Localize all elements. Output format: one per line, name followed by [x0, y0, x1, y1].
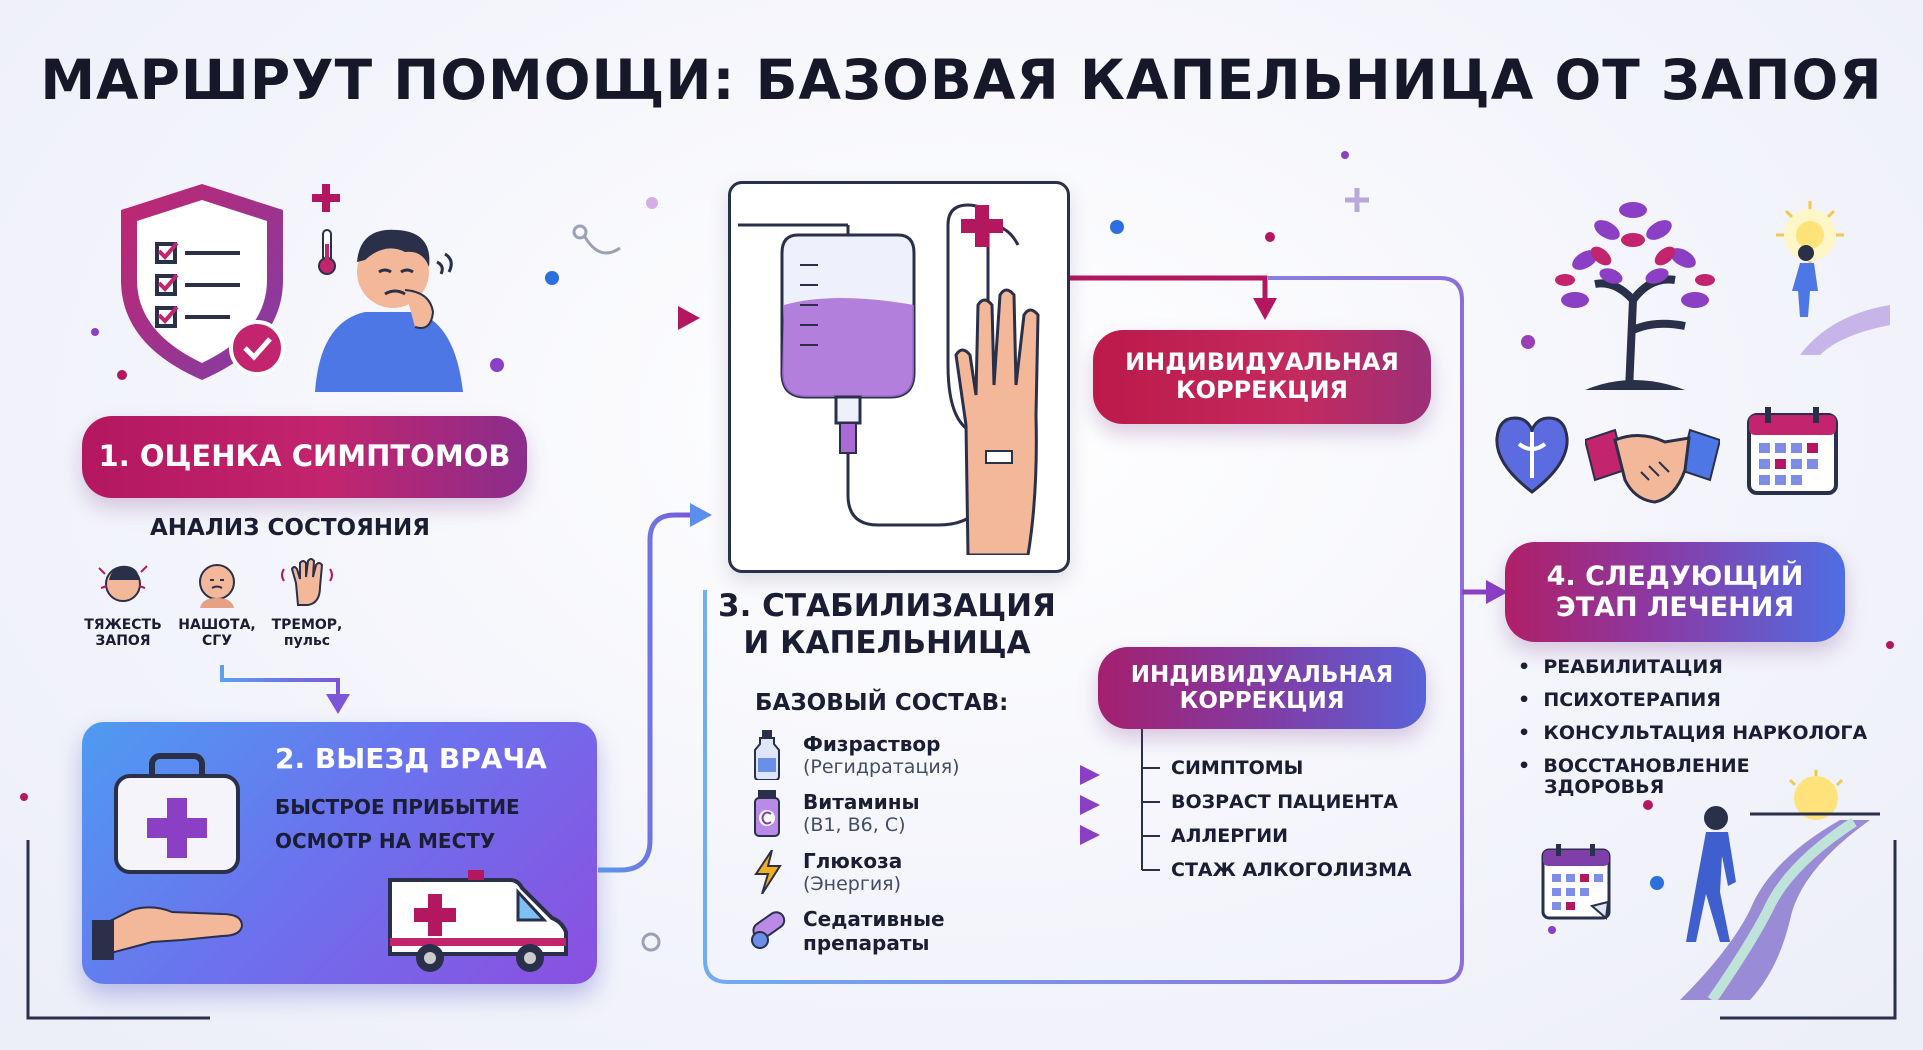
- vitamin-bottle-icon: [754, 790, 780, 837]
- ambulance-icon: [388, 870, 568, 972]
- heart-caduceus-icon: [1495, 416, 1569, 494]
- shield-checklist-icon: [121, 184, 285, 380]
- sick-person-icon: [315, 229, 463, 392]
- iv-bag-icon: [738, 203, 1040, 555]
- calendar-small-icon: [1541, 844, 1611, 920]
- caring-hand-icon: [92, 906, 244, 960]
- ingredient-saline: Физраствор (Регидратация): [803, 732, 960, 778]
- tree-icon: [1555, 202, 1715, 390]
- correction-top-label: ИНДИВИДУАЛЬНАЯ КОРРЕКЦИЯ: [1093, 330, 1431, 424]
- list-item-cont: ЗДОРОВЬЯ: [1544, 775, 1665, 798]
- ingredient-sedatives: Седативные препараты: [803, 907, 945, 955]
- pills-icon: [751, 911, 786, 949]
- saline-bottle-icon: [754, 730, 780, 780]
- list-item: • РЕАБИЛИТАЦИЯ: [1518, 656, 1723, 678]
- step3-title: 3. СТАБИЛИЗАЦИЯ И КАПЕЛЬНИЦА: [718, 588, 1056, 662]
- nausea-icon: [199, 564, 235, 608]
- correction-item-allergies: АЛЛЕРГИИ: [1171, 825, 1289, 847]
- list-item: • ВОССТАНОВЛЕНИЕ: [1518, 754, 1750, 777]
- frame-line-right: [1720, 840, 1897, 1020]
- page-title: МАРШРУТ ПОМОЩИ: БАЗОВАЯ КАПЕЛЬНИЦА ОТ ЗА…: [40, 48, 1883, 112]
- symptom-nausea: НАШОТА, СГУ: [178, 617, 256, 650]
- correction-bottom-label: ИНДИВИДУАЛЬНАЯ КОРРЕКЦИЯ: [1098, 647, 1426, 729]
- walking-road-icon: [1680, 770, 1880, 1000]
- step2-arrival: БЫСТРОЕ ПРИБЫТИЕ: [275, 795, 520, 819]
- tremor-hand-icon: [281, 558, 333, 606]
- next-steps-list: • РЕАБИЛИТАЦИЯ • ПСИХОТЕРАПИЯ • КОНСУЛЬТ…: [1518, 657, 1898, 797]
- correction-item-experience: СТАЖ АЛКОГОЛИЗМА: [1171, 859, 1412, 881]
- ingredient-vitamins: Витамины (B1, B6, C): [803, 790, 920, 836]
- step1-label: 1. ОЦЕНКА СИМПТОМОВ: [82, 416, 527, 498]
- symptom-severity: ТЯЖЕСТЬ ЗАПОЯ: [84, 617, 162, 650]
- step1-subtitle: АНАЛИЗ СОСТОЯНИЯ: [149, 515, 431, 541]
- ingredient-glucose: Глюкоза (Энергия): [803, 849, 903, 895]
- step2-label: 2. ВЫЕЗД ВРАЧА: [275, 742, 547, 775]
- handshake-icon: [1585, 428, 1720, 504]
- headache-icon: [98, 565, 148, 602]
- symptom-tremor: ТРЕМОР, пульс: [271, 617, 343, 650]
- step2-exam: ОСМОТР НА МЕСТУ: [275, 829, 496, 853]
- correction-item-age: ВОЗРАСТ ПАЦИЕНТА: [1171, 791, 1398, 813]
- lightning-icon: [754, 850, 782, 894]
- list-item: • КОНСУЛЬТАЦИЯ НАРКОЛОГА: [1518, 721, 1868, 744]
- plus-icon: [312, 184, 340, 212]
- list-item: • ПСИХОТЕРАПИЯ: [1518, 688, 1721, 711]
- walking-person-sun-icon: [1776, 201, 1890, 355]
- thermometer-icon: [318, 229, 336, 275]
- calendar-icon: [1747, 407, 1838, 495]
- step4-label: 4. СЛЕДУЮЩИЙ ЭТАП ЛЕЧЕНИЯ: [1505, 542, 1845, 642]
- frame-line-left: [26, 840, 210, 1020]
- medical-kit-icon: [114, 753, 240, 874]
- correction-item-symptoms: СИМПТОМЫ: [1171, 757, 1304, 779]
- base-composition-title: БАЗОВЫЙ СОСТАВ:: [755, 690, 1009, 716]
